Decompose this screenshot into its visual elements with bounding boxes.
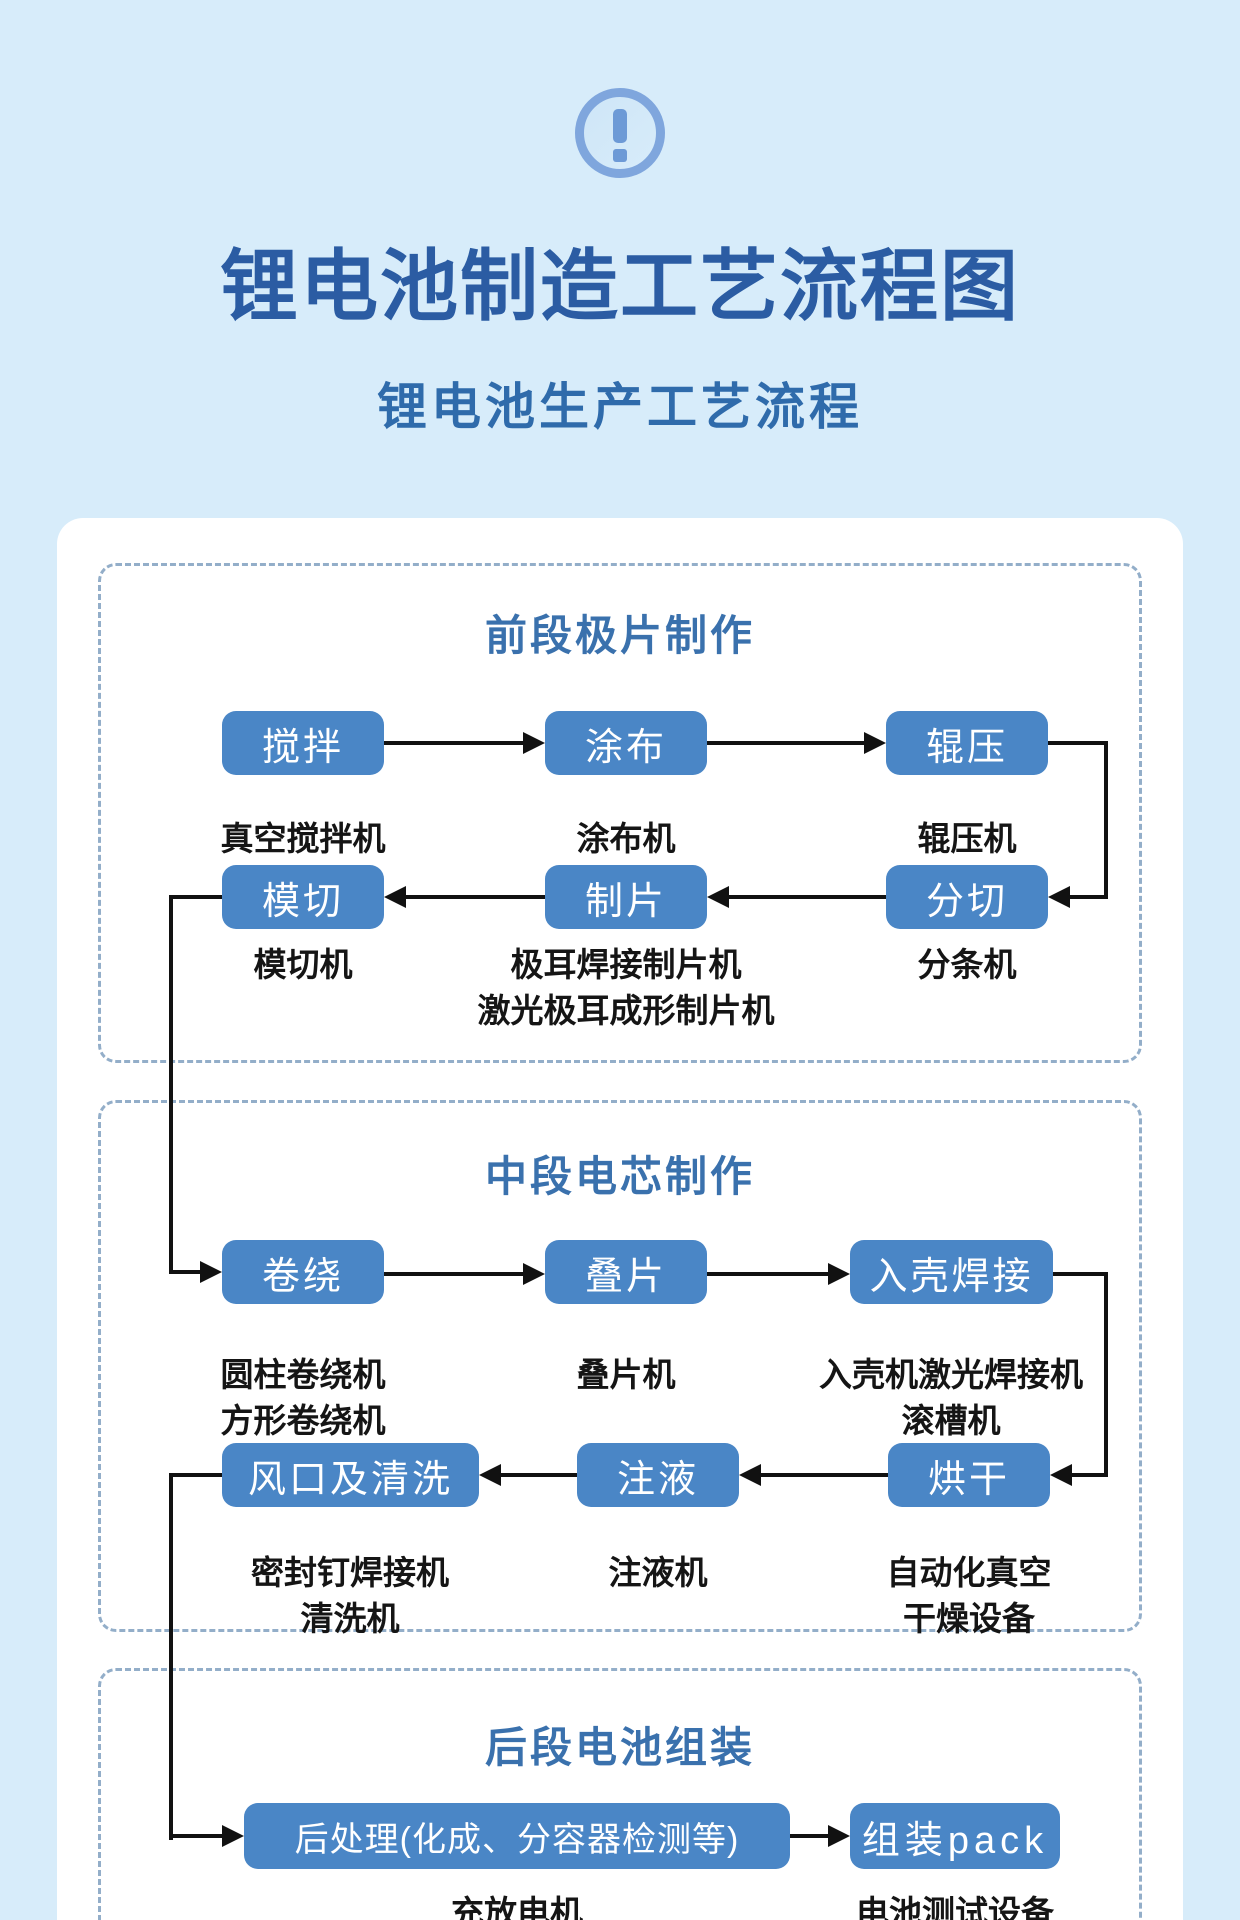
process-step-die-cutting: 模切 bbox=[222, 865, 384, 929]
machine-label-line: 真空搅拌机 bbox=[220, 820, 386, 857]
process-step-slitting: 分切 bbox=[886, 865, 1048, 929]
arrow-right-icon bbox=[864, 732, 886, 754]
machine-label: 入壳机激光焊接机滚槽机 bbox=[819, 1352, 1083, 1444]
machine-label-line: 涂布机 bbox=[576, 820, 676, 857]
flowchart-card: 前段极片制作 中段电芯制作 后段电池组装 搅拌 涂布 辊压 真空搅拌机 涂布机 … bbox=[57, 518, 1183, 1920]
machine-label-line: 干燥设备 bbox=[903, 1600, 1035, 1637]
arrow-left-icon bbox=[479, 1464, 501, 1486]
process-step-post-processing: 后处理(化成、分容器检测等) bbox=[244, 1803, 790, 1869]
machine-label: 电池测试设备 bbox=[856, 1890, 1054, 1920]
section-front-stage-frame bbox=[98, 563, 1142, 1063]
machine-label-line: 滚槽机 bbox=[901, 1402, 1001, 1439]
arrow-right-icon bbox=[523, 732, 545, 754]
machine-label-line: 模切机 bbox=[253, 946, 353, 983]
machine-label-line: 密封钉焊接机 bbox=[251, 1554, 449, 1591]
process-step-coating: 涂布 bbox=[545, 711, 707, 775]
process-step-winding: 卷绕 bbox=[222, 1240, 384, 1304]
machine-label-line: 自动化真空 bbox=[886, 1554, 1052, 1591]
arrow-left-icon bbox=[739, 1464, 761, 1486]
machine-label: 分条机 bbox=[918, 942, 1017, 988]
arrow-left-icon bbox=[1050, 1464, 1072, 1486]
arrow-left-icon bbox=[707, 886, 729, 908]
flow-line bbox=[707, 741, 864, 745]
arrow-right-icon bbox=[828, 1825, 850, 1847]
machine-label-line: 注液机 bbox=[608, 1554, 708, 1591]
flow-line bbox=[384, 1272, 523, 1276]
flow-line bbox=[501, 1473, 577, 1477]
machine-label-line: 充放电机 bbox=[451, 1894, 583, 1920]
machine-label-line: 圆柱卷绕机 bbox=[220, 1356, 386, 1393]
flow-line bbox=[406, 895, 545, 899]
arrow-right-icon bbox=[200, 1261, 222, 1283]
flow-line bbox=[1048, 741, 1108, 745]
machine-label: 密封钉焊接机清洗机 bbox=[251, 1550, 449, 1642]
machine-label-line: 激光极耳成形制片机 bbox=[477, 992, 775, 1029]
section-title-back-stage: 后段电池组装 bbox=[484, 1724, 755, 1771]
flow-line bbox=[384, 741, 523, 745]
flow-line bbox=[169, 1473, 173, 1840]
process-step-case-welding: 入壳焊接 bbox=[850, 1240, 1053, 1304]
section-middle-stage-frame bbox=[98, 1100, 1142, 1632]
machine-label: 自动化真空干燥设备 bbox=[887, 1550, 1052, 1642]
arrow-right-icon bbox=[828, 1263, 850, 1285]
machine-label: 涂布机 bbox=[577, 816, 676, 862]
flow-line bbox=[169, 1473, 222, 1477]
machine-label-line: 电池测试设备 bbox=[856, 1894, 1054, 1920]
flow-line bbox=[1072, 1473, 1108, 1477]
machine-label: 真空搅拌机 bbox=[221, 816, 386, 862]
exclamation-circle-icon bbox=[575, 88, 665, 178]
page-title: 锂电池制造工艺流程图 bbox=[219, 242, 1020, 330]
section-title-front-stage: 前段极片制作 bbox=[484, 612, 755, 659]
exclamation-bar bbox=[613, 109, 627, 143]
flow-line bbox=[707, 1272, 828, 1276]
flow-line bbox=[169, 895, 222, 899]
flow-line bbox=[761, 1473, 888, 1477]
machine-label-line: 清洗机 bbox=[300, 1600, 400, 1637]
process-step-sheet-making: 制片 bbox=[545, 865, 707, 929]
process-step-drying: 烘干 bbox=[888, 1443, 1050, 1507]
section-title-middle-stage: 中段电芯制作 bbox=[484, 1153, 755, 1200]
arrow-right-icon bbox=[523, 1263, 545, 1285]
machine-label: 圆柱卷绕机方形卷绕机 bbox=[221, 1352, 386, 1444]
machine-label: 叠片机 bbox=[577, 1352, 676, 1398]
machine-label: 辊压机 bbox=[918, 816, 1017, 862]
page-subtitle: 锂电池生产工艺流程 bbox=[377, 379, 863, 435]
machine-label-line: 方形卷绕机 bbox=[220, 1402, 386, 1439]
exclamation-dot bbox=[613, 149, 627, 162]
flow-line bbox=[790, 1834, 828, 1838]
flow-line bbox=[1104, 1272, 1108, 1477]
machine-label: 注液机 bbox=[609, 1550, 708, 1596]
arrow-right-icon bbox=[222, 1825, 244, 1847]
process-step-stacking: 叠片 bbox=[545, 1240, 707, 1304]
machine-label-line: 辊压机 bbox=[917, 820, 1017, 857]
machine-label-line: 入壳机激光焊接机 bbox=[819, 1356, 1083, 1393]
machine-label: 充放电机 bbox=[451, 1890, 583, 1920]
machine-label-line: 叠片机 bbox=[576, 1356, 676, 1393]
flow-line bbox=[1070, 895, 1108, 899]
process-step-pack-assembly: 组装pack bbox=[850, 1803, 1060, 1869]
process-step-electrolyte-filling: 注液 bbox=[577, 1443, 739, 1507]
flow-line bbox=[729, 895, 886, 899]
process-step-calendering: 辊压 bbox=[886, 711, 1048, 775]
process-step-mixing: 搅拌 bbox=[222, 711, 384, 775]
section-back-stage-frame bbox=[98, 1668, 1142, 1920]
flow-line bbox=[1104, 741, 1108, 899]
machine-label-line: 极耳焊接制片机 bbox=[510, 946, 742, 983]
machine-label: 极耳焊接制片机激光极耳成形制片机 bbox=[478, 942, 775, 1034]
flow-line bbox=[169, 895, 173, 1274]
flow-line bbox=[169, 1270, 200, 1274]
machine-label-line: 分条机 bbox=[917, 946, 1017, 983]
flow-line bbox=[1053, 1272, 1108, 1276]
machine-label: 模切机 bbox=[254, 942, 353, 988]
arrow-left-icon bbox=[384, 886, 406, 908]
arrow-left-icon bbox=[1048, 886, 1070, 908]
process-step-sealing-cleaning: 风口及清洗 bbox=[222, 1443, 479, 1507]
flow-line bbox=[169, 1834, 222, 1838]
